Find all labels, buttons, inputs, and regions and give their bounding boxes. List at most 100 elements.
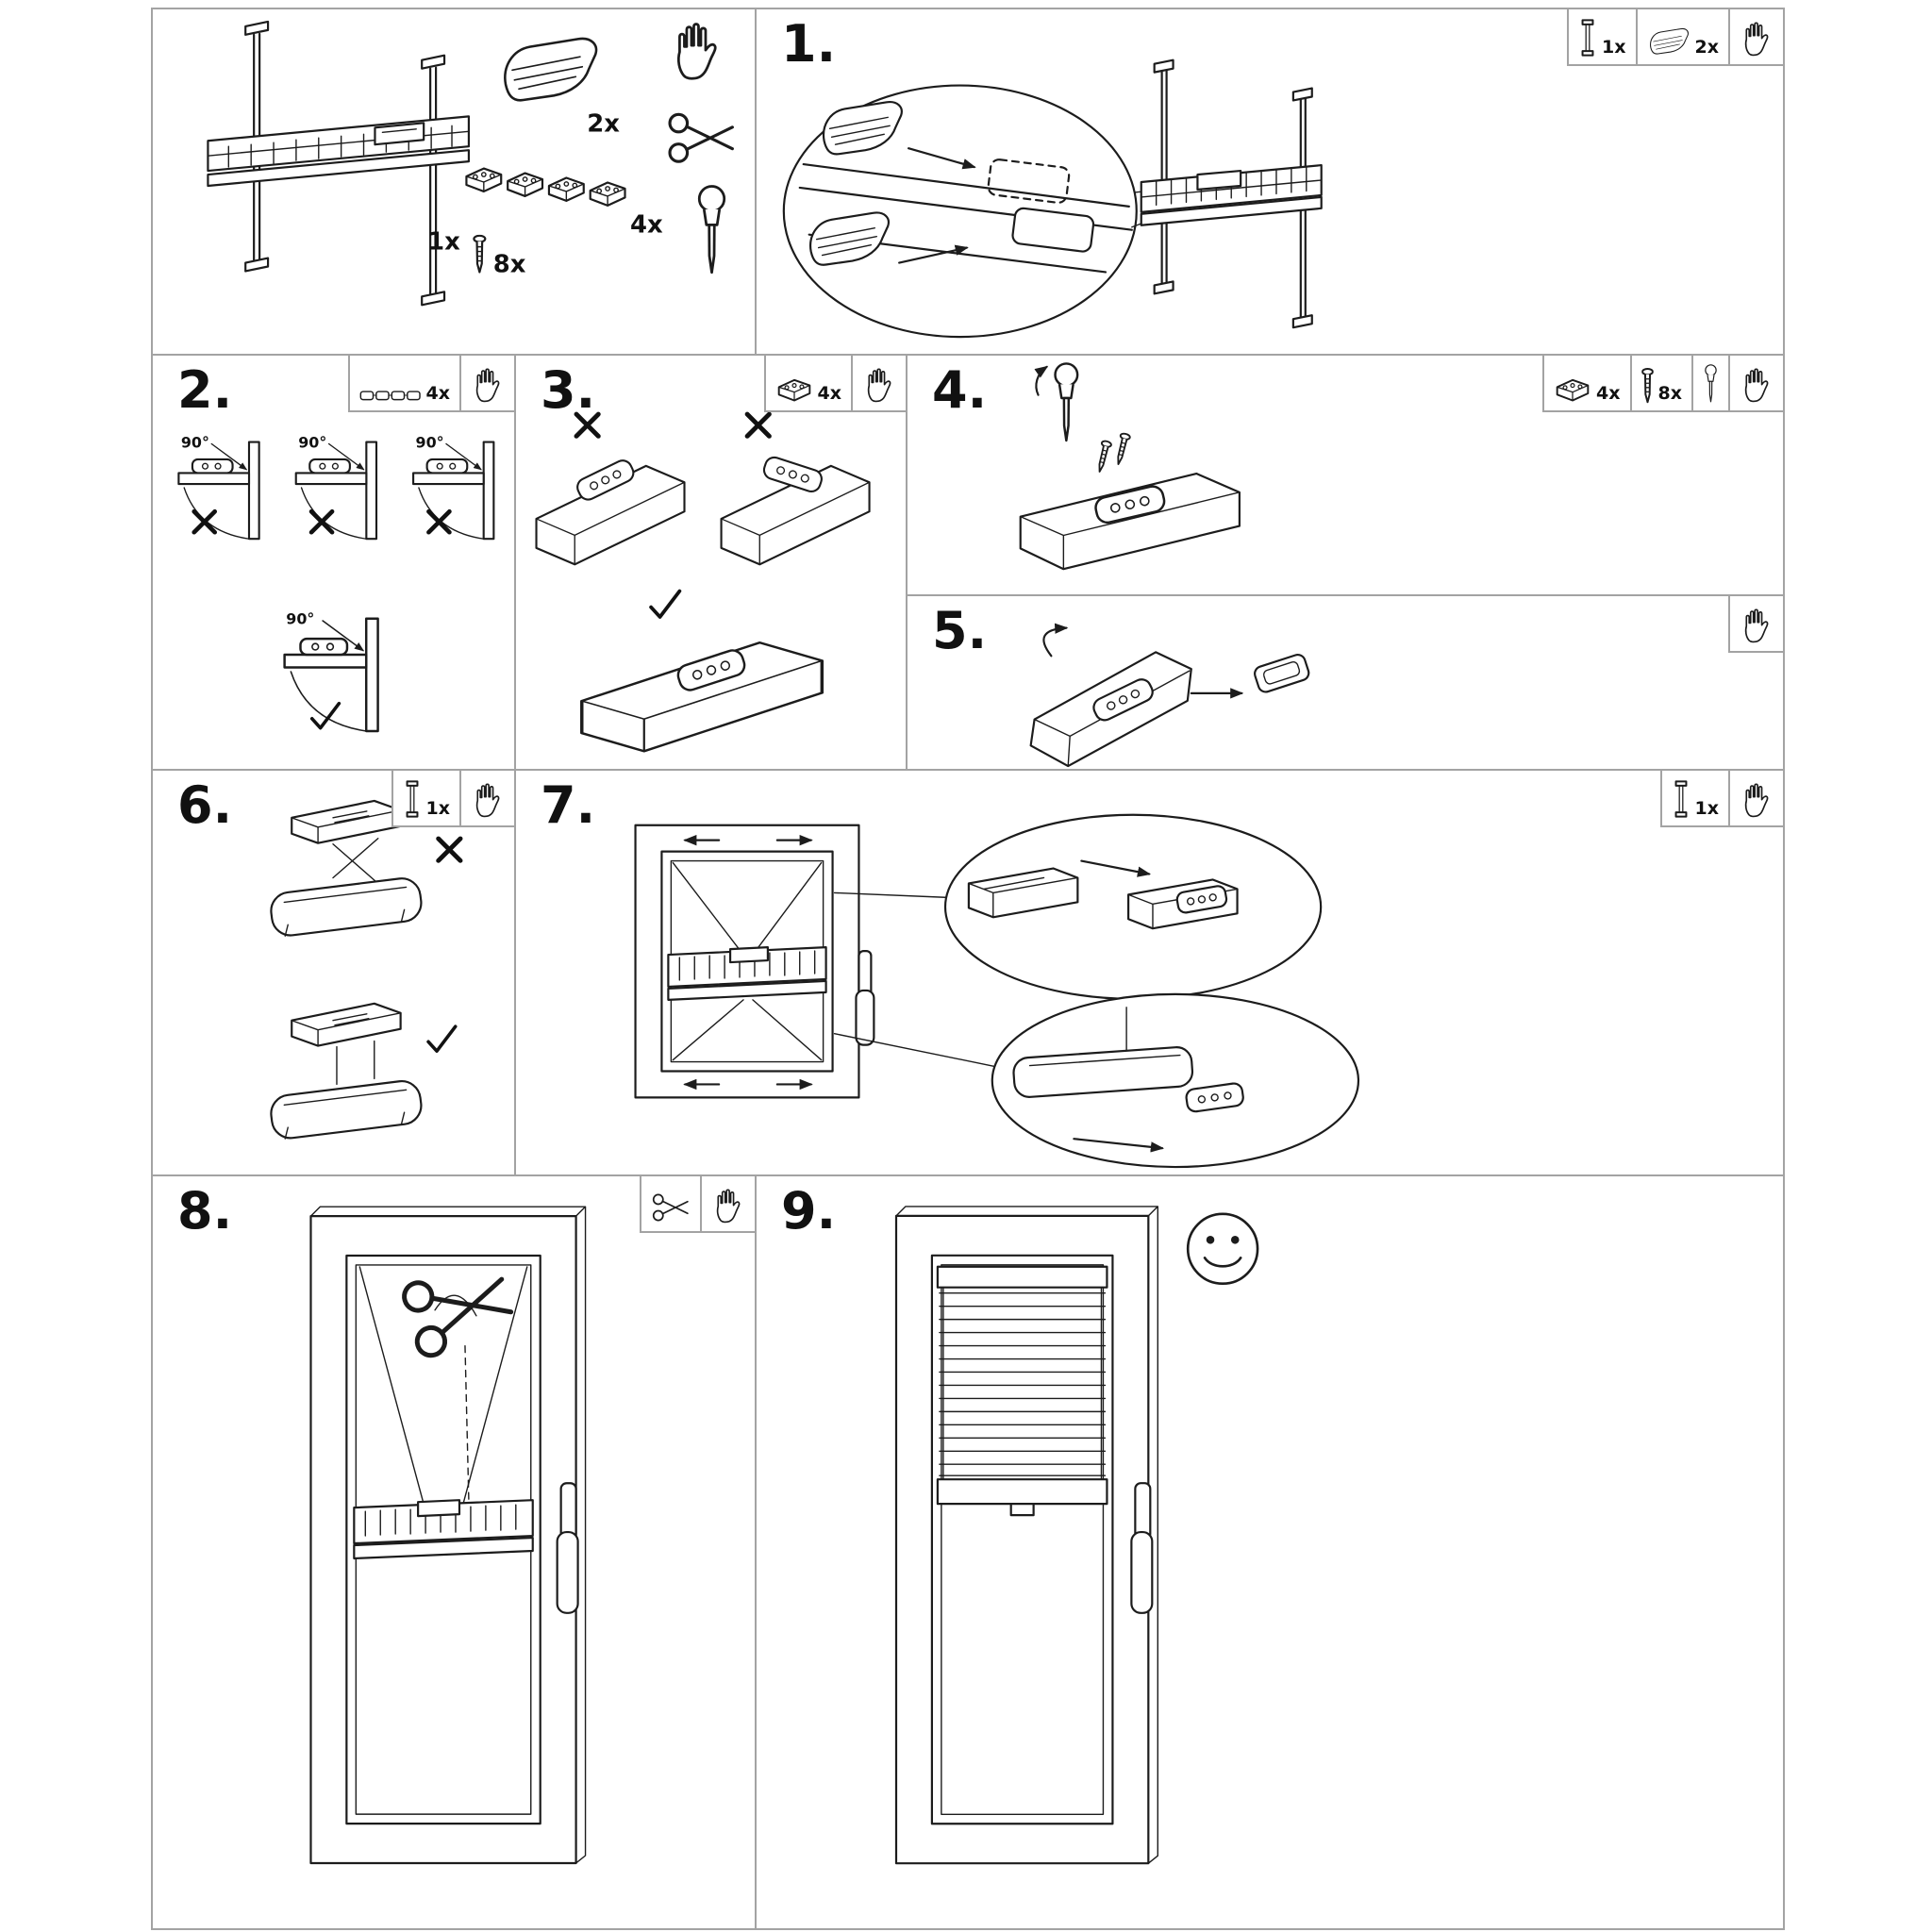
step2-diagram: 90° 90° 90° 90° — [153, 434, 514, 769]
wrong-mark — [747, 414, 769, 436]
hand-icon — [711, 1187, 745, 1224]
wrong-orientation-2 — [720, 454, 871, 566]
scissors-icon — [668, 112, 735, 163]
tool-screw: 8x — [1629, 356, 1691, 410]
step-number: 5. — [932, 601, 988, 660]
step8-diagram — [309, 1206, 587, 1865]
step6-diagram — [268, 799, 514, 1141]
qty-label: 2x — [1694, 37, 1719, 58]
tension-rail-icon — [403, 779, 422, 819]
wrong-mark — [194, 511, 215, 532]
step7-tools: 1x — [1659, 771, 1783, 827]
step9-diagram — [894, 1206, 1259, 1865]
angle-label: 90° — [416, 434, 444, 452]
hand-icon — [1740, 366, 1774, 404]
tool-screwdriver — [1691, 356, 1728, 410]
parts-diagram: 1x 8x 2x 4x — [207, 20, 735, 307]
step-number: 9. — [781, 1181, 837, 1241]
window-drawing — [894, 1206, 1158, 1865]
hand-icon — [676, 23, 717, 80]
screwdriver-icon — [697, 185, 726, 275]
screw-icon — [1641, 368, 1654, 404]
panel-step-7: 7. 1x — [516, 771, 1785, 1176]
step-number: 6. — [177, 775, 233, 835]
tool-hand — [1728, 771, 1783, 825]
correct-mark — [426, 1024, 458, 1053]
step5-tools — [1728, 596, 1783, 653]
wrong-mark — [428, 511, 449, 532]
step2-tools: 4x — [347, 356, 514, 412]
qty-label: 1x — [1602, 37, 1626, 58]
smiley-icon — [1186, 1212, 1259, 1286]
bead-block — [1019, 472, 1241, 571]
rotate-arrow — [1034, 365, 1049, 396]
tool-hand — [1728, 356, 1783, 410]
tool-scissors — [641, 1176, 700, 1231]
step-number: 8. — [177, 1181, 233, 1241]
hand-icon — [862, 366, 896, 404]
slide-arrow — [1073, 1138, 1165, 1153]
tool-hand — [1728, 9, 1783, 64]
cover-part — [1254, 654, 1310, 693]
correct-assembly — [268, 1002, 425, 1141]
tool-rail: 1x — [1662, 771, 1728, 825]
pleated-blind — [936, 1265, 1108, 1517]
step-number: 7. — [541, 775, 596, 835]
qty-label: 1x — [425, 798, 450, 819]
tool-hand — [459, 771, 514, 825]
qty-label: 4x — [1596, 383, 1621, 404]
window-handle — [858, 950, 873, 997]
clip-icon — [775, 375, 813, 404]
panel-step-2: 2. 4x 90° 90° 90° 90° — [153, 356, 516, 771]
tool-rail: 1x — [1569, 9, 1635, 64]
step6-tools: 1x — [391, 771, 514, 827]
tool-hand — [851, 356, 906, 410]
tool-bracket: 2x — [1635, 9, 1728, 64]
insert-arrow — [908, 147, 976, 170]
blind-assembly-drawing — [207, 20, 471, 307]
hand-icon — [471, 781, 505, 819]
slide-arrow — [1080, 859, 1152, 877]
screw-icon — [1093, 439, 1113, 475]
panel-step-6: 6. 1x — [153, 771, 516, 1176]
hand-icon — [1740, 607, 1774, 644]
clips-qty-label: 4x — [630, 211, 663, 240]
zoom-detail-bottom — [991, 992, 1360, 1169]
screwdriver-icon — [1703, 364, 1719, 404]
angle-label: 90° — [286, 610, 314, 628]
blind-qty-label: 1x — [427, 228, 460, 257]
zoom-detail-top — [943, 813, 1323, 1000]
step4-tools: 4x 8x — [1542, 356, 1783, 412]
panel-step-9: 9. — [757, 1176, 1785, 1930]
wrong-orientation-1 — [535, 456, 686, 566]
tool-clip: 4x — [766, 356, 851, 410]
clip-strip-icon — [465, 167, 626, 207]
step-number: 2. — [177, 360, 233, 420]
panel-parts-overview: 1x 8x 2x 4x — [153, 9, 757, 356]
qty-label: 8x — [1657, 383, 1682, 404]
scissors-icon — [651, 1191, 691, 1224]
wrong-corner-1 — [178, 442, 258, 540]
tension-rail-icon — [1672, 779, 1690, 819]
cut-line — [464, 1344, 470, 1503]
hand-icon — [1740, 781, 1774, 819]
instruction-sheet: 1x 8x 2x 4x 1. 1x — [151, 8, 1785, 1930]
step8-tools — [640, 1176, 755, 1233]
pivot-arrow — [1042, 623, 1069, 658]
step5-diagram — [1029, 623, 1310, 768]
step-number: 1. — [781, 14, 837, 74]
window-drawing — [634, 824, 875, 1099]
step1-tools: 1x 2x — [1567, 9, 1783, 66]
step4-diagram — [1019, 362, 1241, 571]
screws-qty-label: 8x — [493, 250, 526, 278]
qty-label: 1x — [1694, 798, 1719, 819]
screw-icon — [473, 234, 487, 274]
step-number: 3. — [541, 360, 596, 420]
panel-step-5: 5. — [908, 596, 1785, 771]
clip-icon — [1554, 375, 1591, 404]
panel-step-4: 4. 4x 8x — [908, 356, 1785, 596]
wrong-mark — [439, 839, 460, 860]
wrong-corner-2 — [296, 442, 376, 540]
wrong-corner-3 — [413, 442, 493, 540]
panel-step-8: 8. — [153, 1176, 757, 1930]
